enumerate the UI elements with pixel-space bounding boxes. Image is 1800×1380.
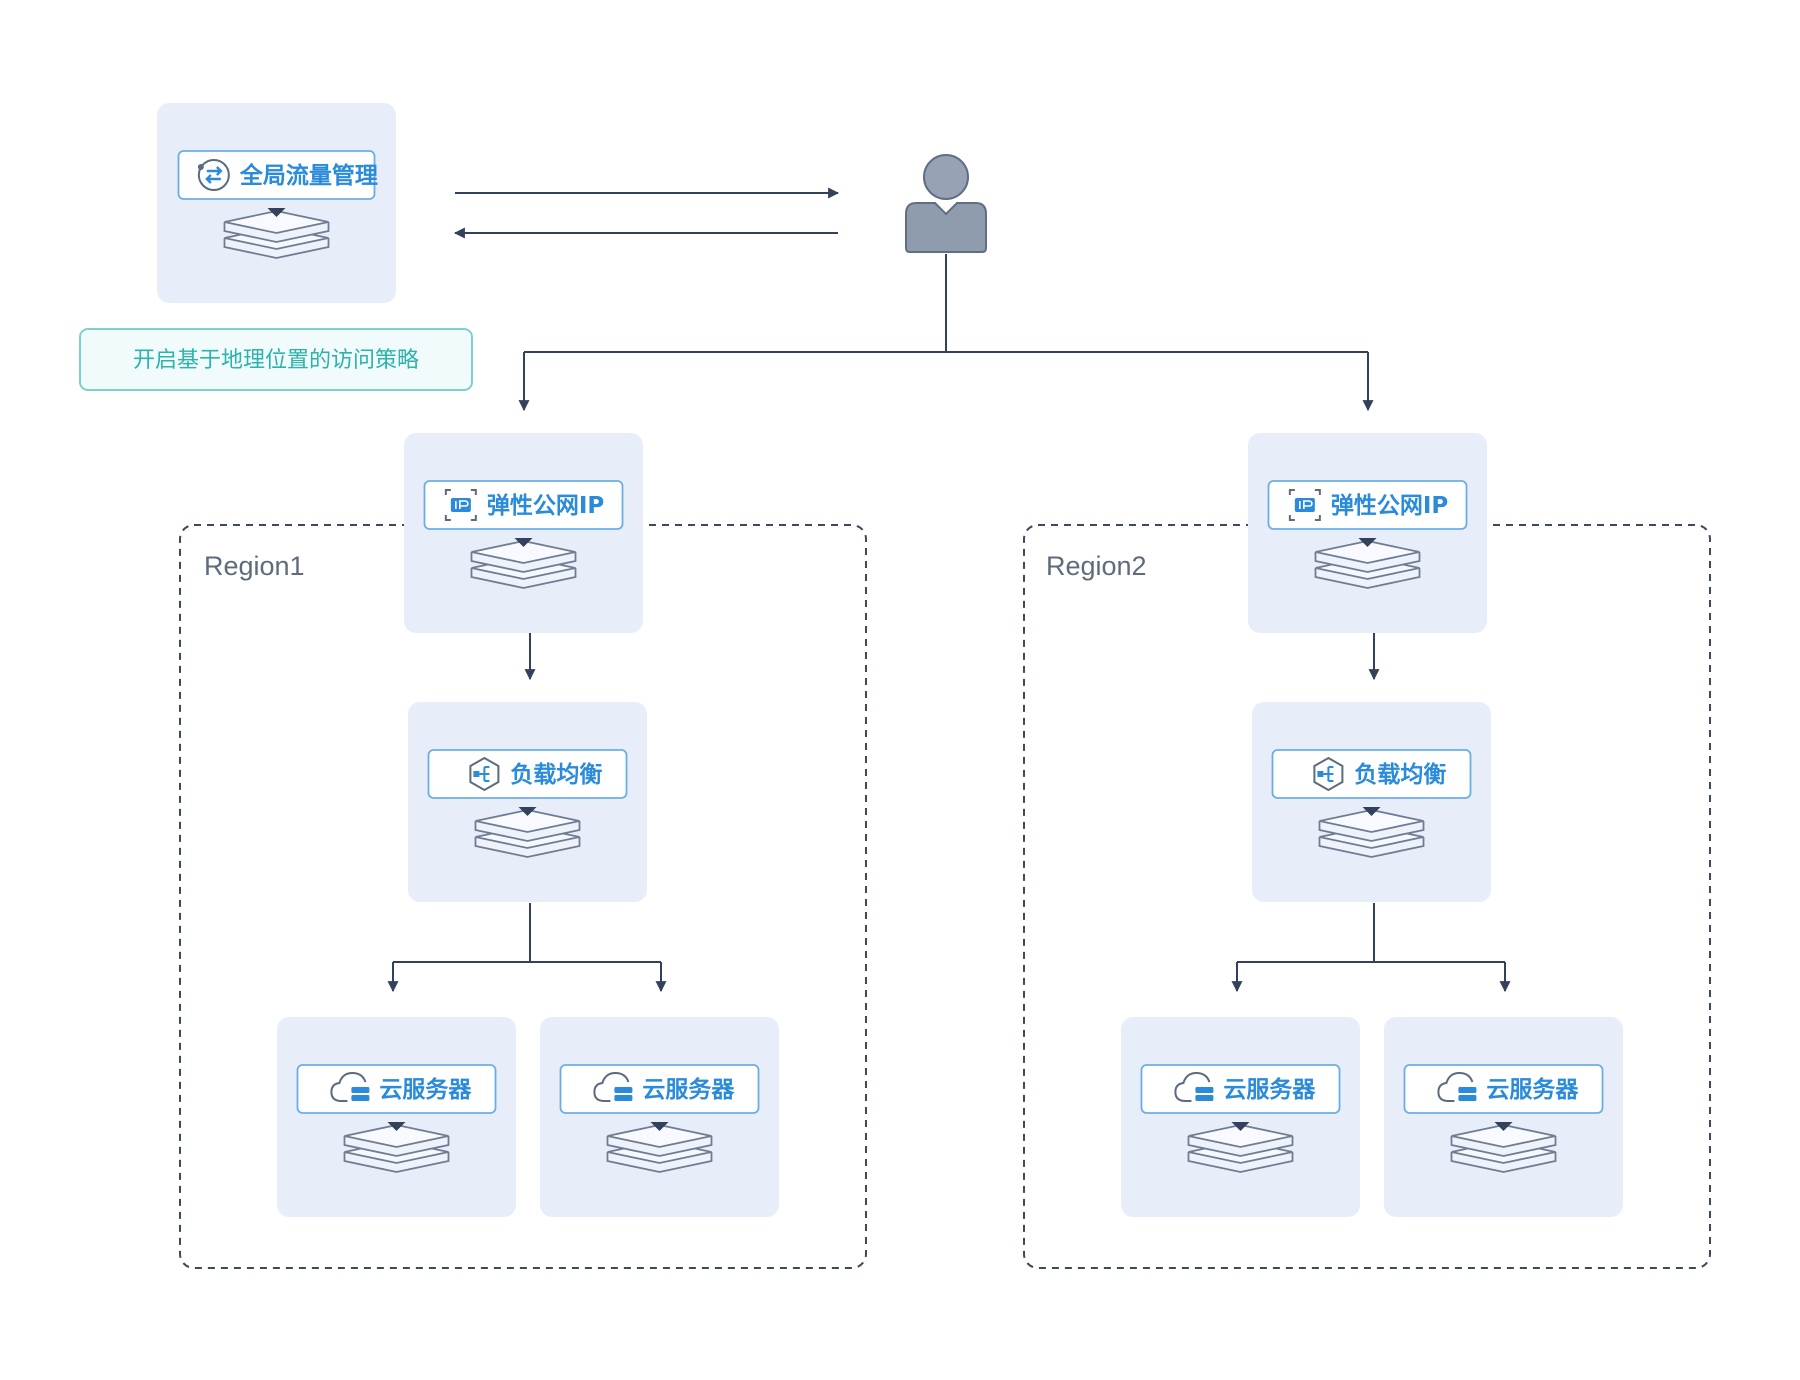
down-triangle-icon: [1231, 1122, 1250, 1131]
layers-icon: [606, 1122, 713, 1173]
eip-icon: [444, 489, 477, 521]
region-2-lb-tile[interactable]: 负载均衡: [1252, 702, 1491, 902]
region-1-eip-tile-card: [404, 433, 643, 633]
gtm-tile[interactable]: 全局流量管理: [157, 103, 396, 303]
layers-icon: [223, 208, 330, 259]
load-balancer-icon: [1313, 756, 1344, 792]
layers-icon: [1187, 1122, 1294, 1173]
region-1-server-2-tile-label: 云服务器: [642, 1077, 735, 1103]
region-2-server-1-tile[interactable]: 云服务器: [1121, 1017, 1360, 1217]
region-1-server-1-tile[interactable]: 云服务器: [277, 1017, 516, 1217]
down-triangle-icon: [514, 538, 533, 547]
region-1-lb-tile-label: 负载均衡: [510, 761, 602, 788]
region-2-server-2-tile-card: [1384, 1017, 1623, 1217]
region-2-eip-tile[interactable]: 弹性公网IP: [1248, 433, 1487, 633]
region-1-label: Region1: [204, 551, 305, 581]
region-2-eip-tile-badge: [1267, 480, 1468, 530]
region-1-lb-tile-card: [408, 702, 647, 902]
down-triangle-icon: [267, 208, 286, 217]
load-balancer-icon: [469, 756, 500, 792]
geo-policy-note: 开启基于地理位置的访问策略: [79, 328, 473, 391]
gtm-tile-card: [157, 103, 396, 303]
region-2-eip-tile-card: [1248, 433, 1487, 633]
region-2-lb-tile-card: [1252, 702, 1491, 902]
region-2-lb-branch-line: [1237, 903, 1505, 963]
region-1-lb-branch-line: [393, 903, 661, 963]
down-triangle-icon: [1362, 807, 1381, 816]
region-2-server-2-tile-label: 云服务器: [1486, 1077, 1579, 1103]
layers-icon: [1450, 1122, 1557, 1173]
down-triangle-icon: [650, 1122, 669, 1131]
connectors: [387, 187, 1511, 993]
layers-icon: [1314, 538, 1421, 589]
region-2-eip-tile-label: 弹性公网IP: [1331, 493, 1448, 519]
region-1-eip-tile[interactable]: 弹性公网IP: [404, 433, 643, 633]
geo-policy-text: 开启基于地理位置的访问策略: [133, 348, 419, 373]
down-triangle-icon: [1358, 538, 1377, 547]
cloud-server-icon: [330, 1071, 370, 1102]
region-1-server-1-tile-card: [277, 1017, 516, 1217]
layers-icon: [474, 807, 581, 858]
layers-icon: [1318, 807, 1425, 858]
cloud-server-icon: [1174, 1071, 1214, 1102]
cloud-server-icon: [593, 1071, 633, 1102]
down-triangle-icon: [387, 1122, 406, 1131]
region-1-eip-tile-badge: [423, 480, 624, 530]
region-1-server-2-tile-card: [540, 1017, 779, 1217]
region-2-server-1-tile-card: [1121, 1017, 1360, 1217]
region-2-lb-tile-label: 负载均衡: [1354, 761, 1446, 788]
user-icon: [905, 154, 987, 253]
region-1-server-1-tile-label: 云服务器: [379, 1077, 472, 1103]
eip-icon: [1288, 489, 1321, 521]
layers-icon: [343, 1122, 450, 1173]
gtm-tile-label: 全局流量管理: [239, 162, 378, 189]
user-to-regions-line: [524, 254, 1368, 353]
down-triangle-icon: [518, 807, 537, 816]
gtm-tile-badge: [177, 150, 376, 200]
region-1-eip-tile-label: 弹性公网IP: [487, 493, 604, 519]
region-2-server-2-tile[interactable]: 云服务器: [1384, 1017, 1623, 1217]
cloud-server-icon: [1437, 1071, 1477, 1102]
region-1-lb-tile[interactable]: 负载均衡: [408, 702, 647, 902]
down-triangle-icon: [1494, 1122, 1513, 1131]
traffic-manager-icon: [197, 159, 230, 191]
region-2-label: Region2: [1046, 551, 1147, 581]
layers-icon: [470, 538, 577, 589]
region-2-server-1-tile-label: 云服务器: [1223, 1077, 1316, 1103]
region-1-server-2-tile[interactable]: 云服务器: [540, 1017, 779, 1217]
